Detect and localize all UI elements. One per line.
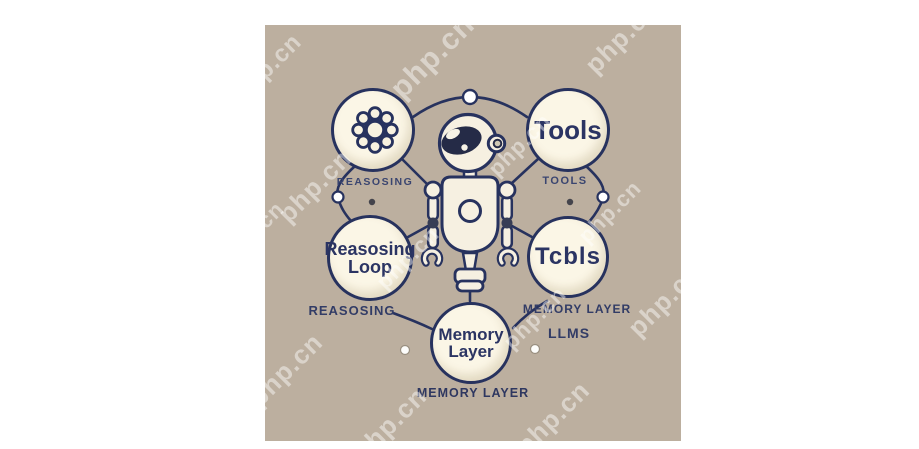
connector-node-right [596,190,610,204]
connector-node-top [461,88,479,106]
label-memory-layer-right: MEMORY LAYER [522,302,632,316]
circle-reasoning-loop: Reasosing Loop [324,215,416,301]
connector-node-left [331,190,345,204]
circle-reasoning-loop-line1: Reasosing [324,238,416,259]
label-reasoning-mid-left: REASOSING [308,303,396,318]
line-gear-to-shoulder [400,157,428,185]
label-llms: LLMS [547,325,591,341]
diagram-image: Tools Reasosing Loop Tcbls Memory Layer [265,25,681,441]
diagram-linework [331,88,610,356]
circle-tools-text: Tools [534,114,602,145]
circle-labels-text: Tcbls [535,242,601,270]
robot-right-elbow [501,217,513,229]
robot-figure [420,112,520,293]
connector-nodes [331,88,610,356]
connector-node-bottom-right [529,343,541,355]
circle-memory-layer-line2: Layer [448,342,494,361]
line-loop-to-elbow [406,224,430,239]
line-tools-to-shoulder [510,157,540,185]
robot-eye-dot [461,144,468,151]
connector-node-bottom-left [399,344,411,356]
line-labels-to-elbow [510,224,534,239]
robot-right-arm [497,180,517,250]
gear-icon [351,106,399,154]
robot-left-elbow [427,217,439,229]
circle-labels: Tcbls [527,216,609,298]
circle-reasoning-gear [331,88,415,172]
circle-reasoning-loop-line2: Loop [348,257,392,277]
robot-eye-highlight [446,128,460,140]
dot-left [368,198,376,206]
arc-bottom-left [391,311,434,331]
arc-bottom-right [511,299,549,330]
circle-memory-layer-line1: Memory [438,324,504,344]
label-tools: TOOLS [542,175,588,187]
label-memory-layer-bottom: MEMORY LAYER [416,386,530,400]
circle-memory-layer: Memory Layer [430,302,512,384]
robot-base-cap [455,279,485,293]
label-reasoning-top-left: REASOSING [336,176,414,188]
robot-chest-circle [458,199,482,223]
dot-right [566,198,574,206]
circle-tools: Tools [526,88,610,172]
robot-ear-inner [492,138,503,149]
